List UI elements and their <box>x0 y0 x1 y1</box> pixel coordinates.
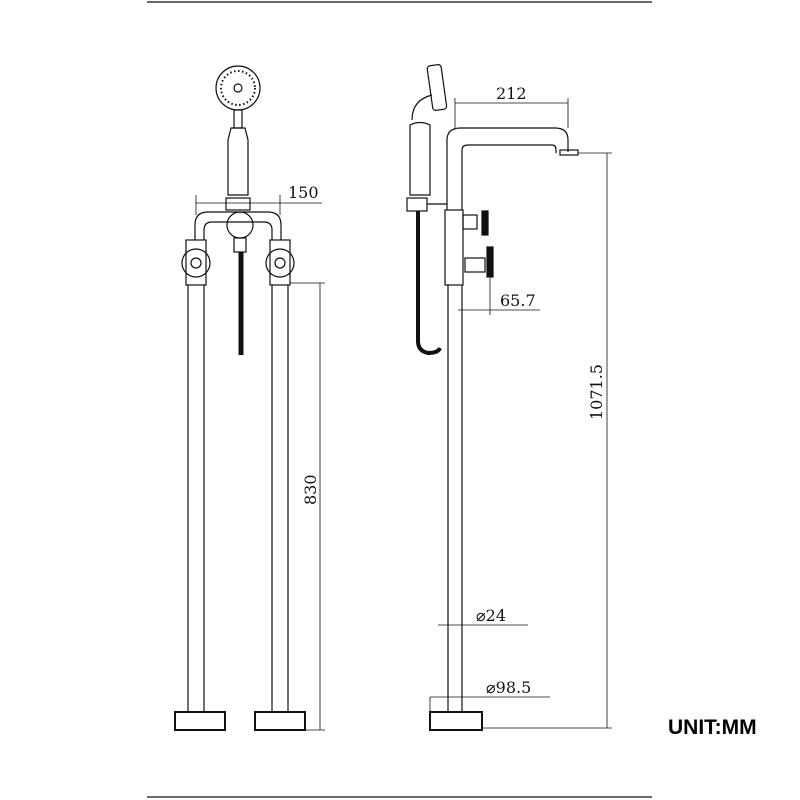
right-base <box>254 711 306 731</box>
side-hand-shower-handle <box>409 121 431 196</box>
side-shower-head <box>426 64 448 111</box>
dim-front-height: 830 <box>301 474 320 505</box>
unit-label: UNIT:MM <box>668 716 757 739</box>
dim-pipe-diameter: ⌀24 <box>476 606 506 625</box>
side-valve-body <box>444 209 464 286</box>
side-view <box>406 64 612 731</box>
front-view <box>174 65 325 731</box>
dim-spout-reach: 212 <box>496 84 527 103</box>
dim-front-width: 150 <box>288 183 319 202</box>
dim-valve-offset: 65.7 <box>500 291 536 310</box>
right-valve-body <box>269 239 291 286</box>
shower-head-icon <box>215 65 261 111</box>
left-base <box>174 711 226 731</box>
side-base <box>429 711 483 731</box>
right-valve-wheel-icon <box>265 248 295 278</box>
left-valve-wheel-icon <box>181 248 211 278</box>
hand-shower-handle <box>227 127 249 196</box>
dim-total-height: 1071.5 <box>587 364 606 420</box>
left-valve-body <box>185 239 207 286</box>
upper-valve-wheel-icon <box>481 210 489 236</box>
lower-valve-wheel-icon <box>486 246 494 278</box>
dim-base-diameter: ⌀98.5 <box>486 678 531 697</box>
